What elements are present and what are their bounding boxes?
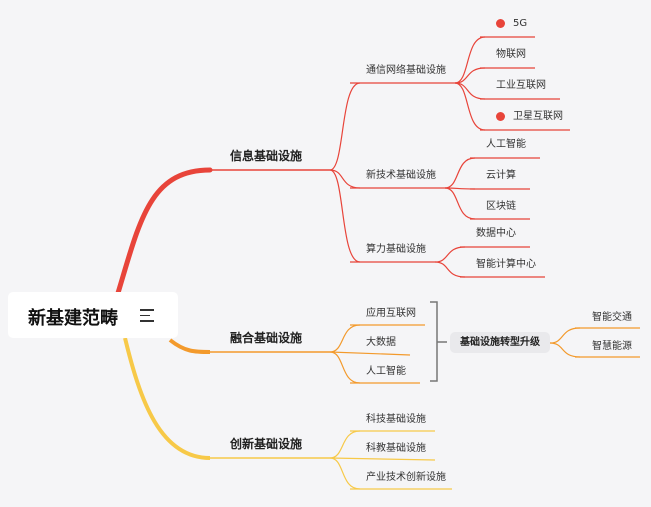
branch-fusion[interactable]: 融合基础设施: [230, 331, 303, 345]
leaf-node[interactable]: 5G: [513, 18, 528, 29]
leaf-node[interactable]: 物联网: [496, 49, 526, 60]
subnode[interactable]: 科技基础设施: [366, 414, 426, 425]
leaf-node[interactable]: 智慧能源: [592, 341, 632, 352]
leaf-node[interactable]: 工业互联网: [496, 80, 546, 91]
branch-info[interactable]: 信息基础设施: [230, 149, 303, 163]
leaf-node[interactable]: 云计算: [486, 170, 516, 181]
subnode[interactable]: 应用互联网: [366, 308, 416, 319]
red-marker-icon: [496, 112, 505, 121]
branch-innovation[interactable]: 创新基础设施: [230, 437, 303, 451]
subnode[interactable]: 人工智能: [366, 366, 406, 377]
subnode[interactable]: 大数据: [366, 337, 396, 348]
root-label: 新基建范畴: [28, 308, 118, 329]
red-marker-icon: [496, 19, 505, 28]
root-node[interactable]: 新基建范畴: [8, 292, 178, 338]
leaf-node[interactable]: 区块链: [486, 201, 516, 212]
leaf-node[interactable]: 卫星互联网: [513, 111, 563, 122]
summary-node[interactable]: 基础设施转型升级: [450, 332, 550, 353]
leaf-node[interactable]: 智能交通: [592, 312, 632, 323]
subnode[interactable]: 科教基础设施: [366, 443, 426, 454]
subnode[interactable]: 算力基础设施: [366, 244, 426, 255]
subnode[interactable]: 新技术基础设施: [366, 170, 436, 181]
subnode[interactable]: 产业技术创新设施: [366, 472, 446, 483]
leaf-node[interactable]: 智能计算中心: [476, 259, 536, 270]
subnode[interactable]: 通信网络基础设施: [366, 65, 446, 76]
leaf-node[interactable]: 数据中心: [476, 228, 516, 239]
menu-lines-icon[interactable]: [140, 309, 154, 326]
leaf-node[interactable]: 人工智能: [486, 139, 526, 150]
